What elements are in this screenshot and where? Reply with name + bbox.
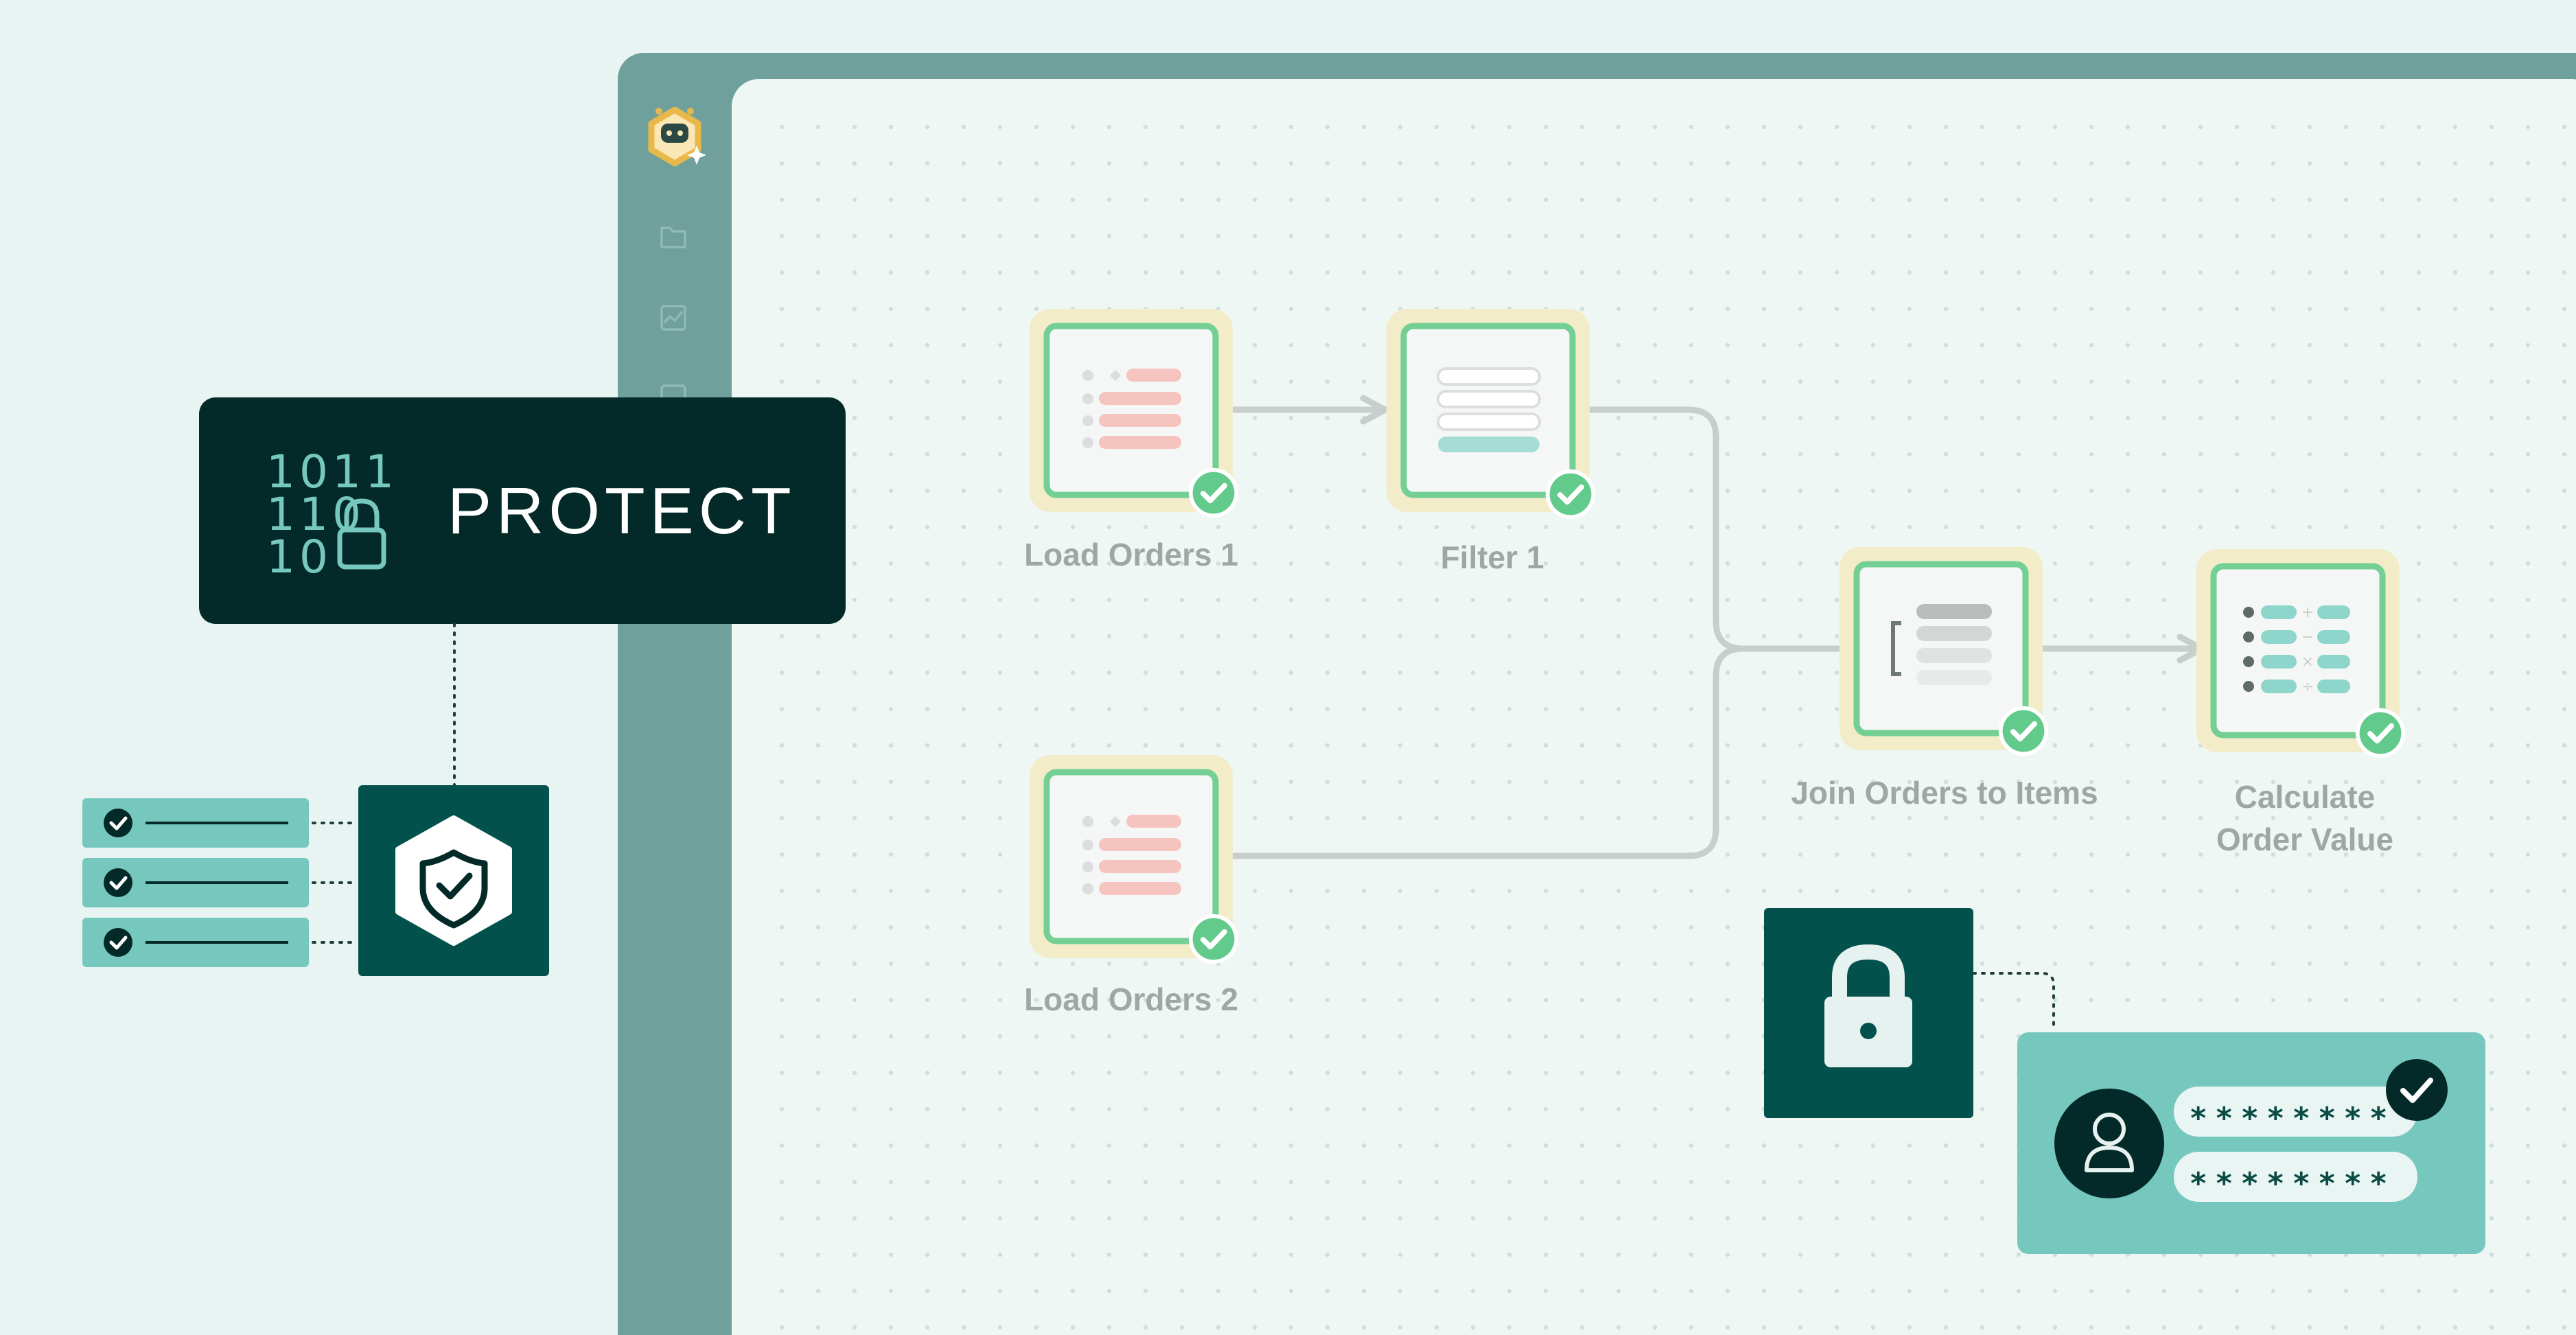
node-load-orders-2[interactable]: [1030, 755, 1238, 964]
table-icon: [1082, 815, 1181, 895]
password-field-2[interactable]: [2174, 1152, 2417, 1202]
node-label-calculate-order-value: Calculate Order Value: [2216, 779, 2394, 857]
binary-row: 10: [266, 531, 332, 583]
password-mask-1: ********: [2189, 1101, 2395, 1136]
node-label-filter-1: Filter 1: [1440, 539, 1544, 575]
binary-row: 1011: [266, 445, 398, 498]
password-mask-2: ********: [2189, 1166, 2395, 1201]
app-logo-icon[interactable]: [648, 106, 706, 167]
svg-text:+: +: [2301, 604, 2314, 621]
node-load-orders-1[interactable]: [1030, 309, 1238, 518]
padlock-icon: [1824, 944, 1912, 1067]
node-join-orders-to-items[interactable]: [1840, 547, 2048, 756]
binary-lock-icon: 1011 110 10: [266, 445, 398, 583]
node-label-join-orders-to-items: Join Orders to Items: [1791, 775, 2098, 811]
lock-tile: [1764, 908, 2055, 1118]
svg-text:−: −: [2301, 629, 2314, 646]
login-card: [2017, 1032, 2485, 1254]
chart-icon[interactable]: [660, 305, 686, 331]
filter-list-icon: [1437, 367, 1541, 452]
node-calculate-order-value[interactable]: + − × ÷: [2196, 549, 2405, 758]
svg-text:÷: ÷: [2301, 678, 2314, 695]
shield-check-icon: [419, 849, 488, 929]
success-check-icon: [1189, 914, 1238, 964]
pipeline-connectors: [1211, 395, 2205, 859]
folder-icon[interactable]: [660, 227, 686, 248]
success-check-icon: [1999, 706, 2048, 756]
protect-banner: 1011 110 10: [199, 397, 846, 787]
node-filter-1[interactable]: [1386, 309, 1595, 519]
success-check-icon: [2356, 708, 2405, 758]
protect-label: PROTECT: [448, 474, 796, 548]
svg-text:×: ×: [2301, 653, 2314, 671]
success-check-icon: [1189, 468, 1238, 518]
shield-tile: [358, 785, 549, 976]
checklist: [82, 798, 358, 967]
verified-check-icon: [2386, 1059, 2448, 1121]
user-avatar-icon: [2085, 1113, 2134, 1172]
success-check-icon: [1546, 469, 1595, 519]
node-label-load-orders-2: Load Orders 2: [1024, 982, 1238, 1017]
table-icon: [1082, 369, 1181, 449]
calculator-icon: + − × ÷: [2243, 604, 2350, 695]
node-label-load-orders-1: Load Orders 1: [1024, 537, 1238, 572]
password-field-1[interactable]: [2174, 1087, 2417, 1137]
join-icon: [1891, 604, 1992, 685]
